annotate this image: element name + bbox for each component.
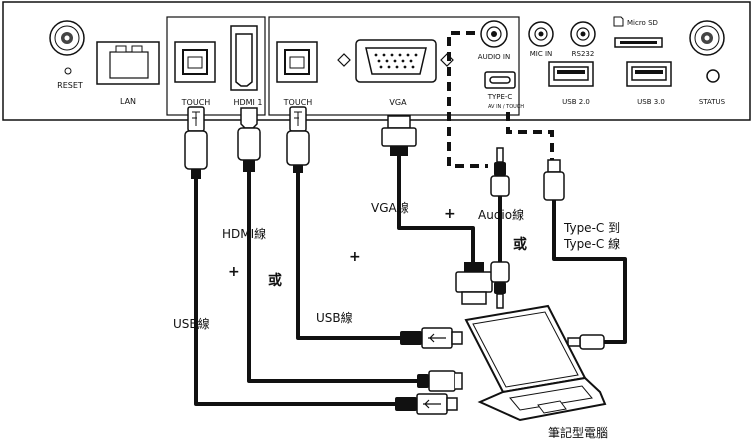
vga-plug-bottom: [455, 262, 493, 305]
label-vga-cable: VGA線: [371, 200, 409, 215]
hdmi1-port[interactable]: [230, 25, 258, 91]
usb-a-plug-middle: [400, 327, 463, 349]
label-lan: LAN: [120, 97, 136, 106]
vga-port[interactable]: [337, 39, 454, 83]
touch-port-2[interactable]: [276, 41, 318, 83]
label-laptop: 筆記型電腦: [548, 425, 608, 440]
usb20-port[interactable]: [548, 61, 594, 87]
label-usb20: USB 2.0: [562, 98, 590, 106]
plus-symbol-1: +: [228, 264, 240, 280]
usb-b-plug-2: [286, 106, 310, 173]
inset-block-1: [166, 16, 266, 116]
usb-b-plug-1: [184, 106, 208, 179]
rs232-port[interactable]: [570, 21, 596, 47]
label-usb30: USB 3.0: [637, 98, 665, 106]
vga-plug-top: [381, 115, 417, 156]
antenna-connector-left-icon: [49, 20, 85, 56]
usb-cable-middle: [296, 172, 400, 340]
sd-card-icon: [613, 16, 624, 27]
label-micro-sd: Micro SD: [627, 19, 658, 27]
label-status: STATUS: [699, 98, 726, 106]
label-audio-cable: Audio線: [478, 207, 524, 222]
label-rs232: RS232: [572, 50, 595, 58]
usb-a-plug-left: [395, 393, 458, 415]
plus-symbol-3: +: [444, 206, 456, 222]
label-usb-cable-left: USB線: [173, 316, 210, 331]
antenna-connector-right-icon: [689, 20, 725, 56]
type-c-plug-top: [543, 159, 565, 201]
mic-in-port[interactable]: [528, 21, 554, 47]
audio-in-port[interactable]: [480, 20, 508, 48]
hdmi-plug: [237, 107, 261, 172]
or-symbol-1: 或: [268, 272, 282, 289]
reset-button[interactable]: [64, 67, 72, 75]
vga-cable: [397, 155, 475, 262]
label-type-c-cable-line2: Type-C 線: [563, 236, 620, 251]
or-symbol-2: 或: [513, 236, 527, 253]
label-hdmi1: HDMI 1: [233, 98, 262, 107]
type-c-cable-dashed: [506, 112, 554, 160]
label-reset: RESET: [57, 81, 83, 90]
label-type-c-cable-line1: Type-C 到: [563, 221, 620, 235]
label-usb-cable-middle: USB線: [316, 310, 353, 325]
usb-cable-left: [194, 178, 395, 406]
usb30-port[interactable]: [626, 61, 672, 87]
rear-panel: RESET LAN TOUCH HDMI 1 TOUCH: [2, 1, 751, 121]
label-type-c: TYPE-C: [487, 93, 513, 101]
type-c-port[interactable]: [484, 71, 516, 89]
type-c-plug-bottom: [567, 334, 605, 350]
touch-port-1[interactable]: [174, 41, 216, 83]
lan-port[interactable]: [96, 41, 160, 85]
label-type-c-sub: AV IN / TOUCH: [488, 104, 524, 110]
laptop-icon: [464, 304, 607, 422]
type-c-cable: [552, 200, 627, 344]
label-audio-in: AUDIO IN: [478, 53, 510, 61]
label-hdmi-cable: HDMI線: [222, 226, 266, 241]
label-mic-in: MIC IN: [530, 50, 553, 58]
plus-symbol-2: +: [349, 249, 361, 265]
status-led: [706, 69, 720, 83]
hdmi-cable: [247, 172, 417, 383]
label-vga: VGA: [389, 98, 407, 107]
hdmi-plug-bottom: [417, 370, 463, 392]
audio-cable-dashed: [447, 31, 488, 168]
label-touch-2: TOUCH: [283, 98, 313, 107]
audio-plug-top: [490, 147, 510, 197]
label-touch-1: TOUCH: [181, 98, 211, 107]
audio-plug-bottom: [490, 261, 510, 309]
cables: [194, 31, 627, 406]
inset-block-2: [268, 16, 520, 116]
micro-sd-slot[interactable]: [613, 16, 663, 48]
